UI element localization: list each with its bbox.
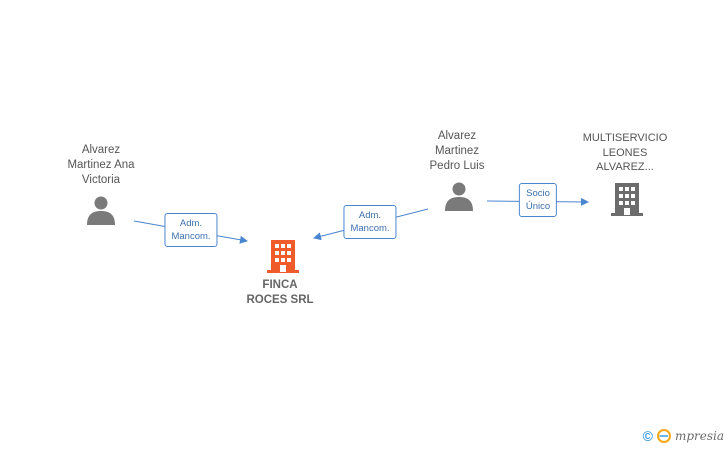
node-label-line: Martinez Ana bbox=[67, 159, 135, 171]
node-label-line: FINCA bbox=[262, 279, 298, 291]
edge-label-line: Adm. bbox=[358, 210, 382, 221]
node-label-line: Martinez bbox=[434, 145, 480, 157]
edge-label-ana-finca[interactable]: Adm. Mancom. bbox=[164, 213, 218, 247]
building-icon-focus[interactable] bbox=[267, 240, 299, 273]
node-label-multiservicio[interactable]: MULTISERVICIO LEONES ALVAREZ... bbox=[583, 131, 668, 175]
edge-label-line: Mancom. bbox=[171, 231, 211, 242]
node-label-line: LEONES bbox=[602, 146, 648, 159]
empresia-logo-icon bbox=[656, 429, 671, 443]
copyright-icon: © bbox=[642, 428, 653, 444]
node-label-line: Pedro Luis bbox=[429, 160, 485, 172]
node-label-finca[interactable]: FINCA ROCES SRL bbox=[246, 278, 313, 308]
edge-label-line: Único bbox=[525, 201, 551, 212]
person-icon[interactable] bbox=[87, 196, 115, 226]
empresia-watermark: © mpresia bbox=[643, 426, 724, 446]
node-label-line: MULTISERVICIO bbox=[582, 132, 668, 144]
node-label-pedro[interactable]: Alvarez Martinez Pedro Luis bbox=[430, 129, 485, 174]
brand-name: mpresia bbox=[674, 429, 724, 443]
edge-label-pedro-multiservicio[interactable]: Socio Único bbox=[518, 183, 558, 217]
edge-label-line: Socio bbox=[526, 188, 550, 199]
node-label-ana[interactable]: Alvarez Martinez Ana Victoria bbox=[67, 143, 134, 188]
node-label-line: Victoria bbox=[81, 174, 121, 186]
edge-label-line: Adm. bbox=[179, 218, 203, 229]
node-label-line: ROCES SRL bbox=[246, 294, 314, 306]
person-icon[interactable] bbox=[445, 182, 473, 212]
node-label-line: Alvarez bbox=[437, 130, 477, 142]
building-icon[interactable] bbox=[611, 183, 643, 216]
edge-label-line: Mancom. bbox=[350, 223, 390, 234]
node-label-line: ALVAREZ... bbox=[596, 161, 654, 173]
node-label-line: Alvarez bbox=[81, 144, 121, 156]
edge-label-pedro-finca[interactable]: Adm. Mancom. bbox=[343, 205, 397, 239]
